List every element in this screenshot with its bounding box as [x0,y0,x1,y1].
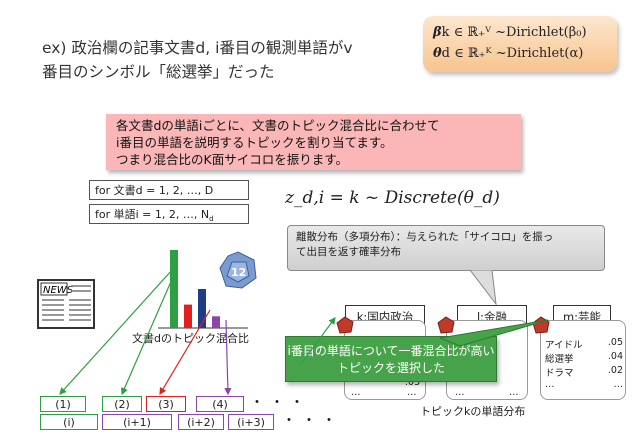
explain-line1: 各文書dの単語iごとに、文書のトピック混合比に合わせて [116,118,440,133]
distribution-label: トピックkの単語分布 [420,405,526,418]
twelve-sided-die-icon: 12 [219,251,257,289]
k-dist-p-ellipsis: … [407,387,417,398]
heading-line2: 番目のシンボル「総選挙」だった [42,63,275,81]
svg-text:12: 12 [231,266,246,279]
explain-line3: つまり混合比のK面サイコロを振ります。 [116,152,348,167]
heading-line1: ex) 政治欄の記事文書d, i番目の観測単語がv [42,39,353,57]
mixture-bar-1 [170,250,178,328]
m-dist-row: アイドル.05 [545,337,623,351]
svg-text:NEWS: NEWS [43,285,74,296]
callout-pointer [440,319,549,347]
slide-heading: ex) 政治欄の記事文書d, i番目の観測単語がv 番目のシンボル「総選挙」だっ… [42,36,422,84]
word-slot-i: (i) [40,414,98,430]
word-slot-i-plus-2: (i+2) [178,414,224,430]
m-dist-row: ドラマ.02 [545,365,623,379]
newspaper-icon: NEWS [37,279,95,329]
topic-slot-2: (2) [102,396,142,412]
m-dist-list: アイドル.05 総選挙.04 ドラマ.02 …… [545,337,623,393]
green-line1: i番目の単語について一番混合比が高い [287,344,495,358]
discrete-line1: 離散分布（多項分布）：与えられた「サイコロ」を振っ [296,231,554,243]
red-die-icon [437,316,455,334]
discrete-line2: て出目を返す確率分布 [296,246,401,258]
m-dist-row: 総選挙.04 [545,351,623,365]
k-dist-word-ellipsis: … [351,387,361,398]
mixture-bar-2 [184,304,192,328]
discrete-note: 離散分布（多項分布）：与えられた「サイコロ」を振っ て出目を返す確率分布 [287,225,605,271]
explanation-box: 各文書dの単語iごとに、文書のトピック混合比に合わせて i番目の単語を説明するト… [106,114,521,170]
red-die-icon [336,316,354,334]
dirichlet-formula-box: βk ∈ ℝ₊ⱽ ~Dirichlet(β₀) θd ∈ ℝ₊ᴷ ~Dirich… [423,16,617,72]
theta-formula: θd ∈ ℝ₊ᴷ ~Dirichlet(α) [433,46,584,61]
topic-slot-4: (4) [196,396,244,412]
beta-formula: βk ∈ ℝ₊ⱽ ~Dirichlet(β₀) [433,25,587,40]
l-dist-p-ellipsis: … [509,387,519,398]
l-dist-word-ellipsis: … [455,387,465,398]
z-formula: z_d,i = k ~ Discrete(θ_d) [285,188,500,208]
explain-line2: i番目の単語を説明するトピックを割り当てます。 [116,135,393,150]
word-slot-i-plus-3: (i+3) [228,414,274,430]
selection-callout: i番目の単語について一番混合比が高い トピックを選択した [285,336,497,382]
note-pointer [470,270,497,306]
topic-mixture-chart [158,250,248,329]
k-dist-value: .05 [405,377,421,388]
topic-slot-3: (3) [146,396,186,412]
mixture-bar-4 [212,316,220,328]
topic-slot-1: (1) [40,396,86,412]
topic-slot-ellipsis: ・・・ [250,395,310,411]
m-dist-row: …… [545,379,623,390]
topic-m-word-distribution: アイドル.05 総選挙.04 ドラマ.02 …… [540,320,626,400]
loop-word: for 単語i = 1, 2, …, Nd [89,204,249,224]
word-slot-i-plus-1: (i+1) [102,414,172,430]
loop-doc: for 文書d = 1, 2, …, D [89,180,249,200]
word-slot-ellipsis: ・・・ [282,413,342,429]
mixture-bar-3 [198,289,206,328]
chart-label: 文書dのトピック混合比 [132,332,249,345]
green-line2: トピックを選択した [336,361,445,375]
